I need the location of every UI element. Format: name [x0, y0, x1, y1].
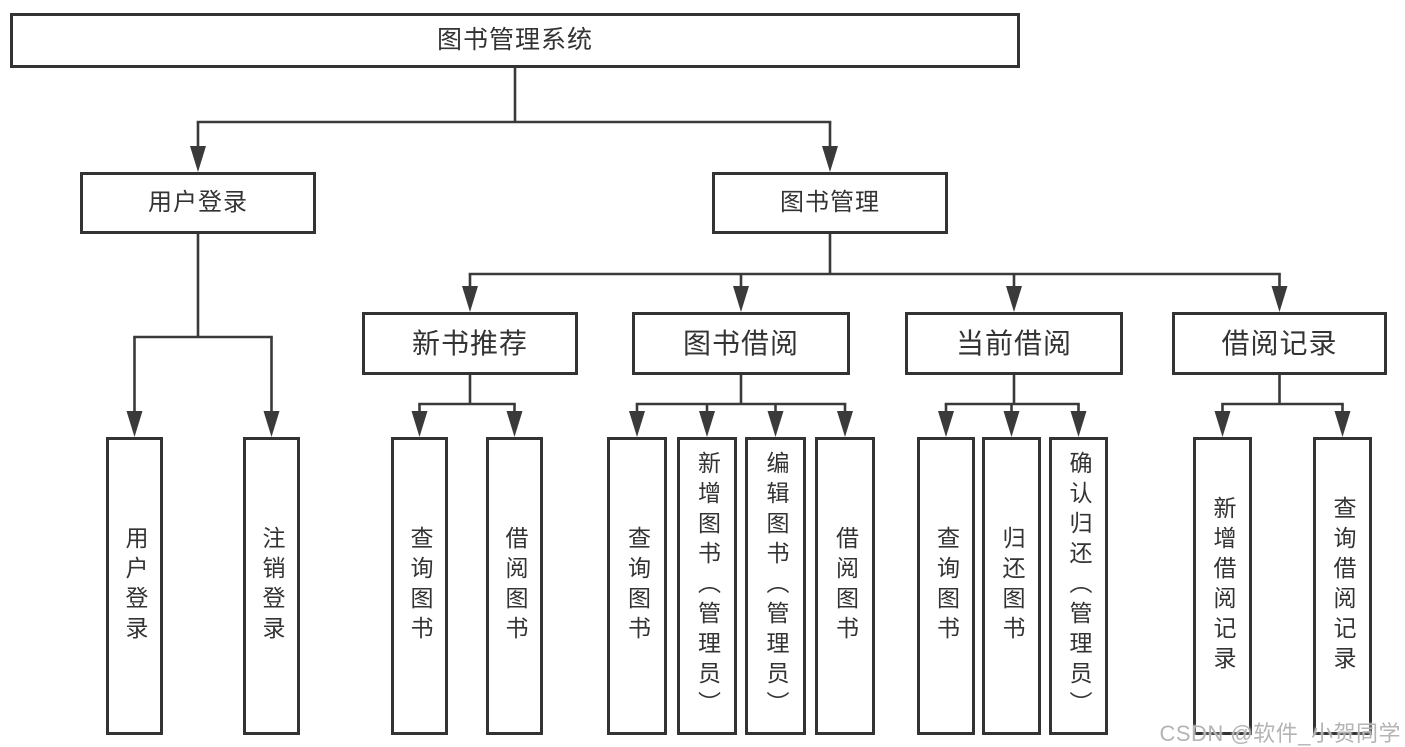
arrowhead-icon: [629, 411, 645, 437]
leaf-newbook-query-books: 查询图书: [391, 437, 448, 735]
leaf-current-return-books: 归还图书: [982, 437, 1041, 735]
node-label: 用户登录: [148, 189, 248, 216]
leaf-label: 用户登录: [122, 526, 148, 646]
arrowhead-icon: [1214, 411, 1231, 437]
leaf-label: 查询图书: [624, 526, 651, 646]
leaf-current-query-books: 查询图书: [917, 437, 975, 735]
arrowhead-icon: [506, 411, 523, 437]
leaf-user-logout: 注销登录: [243, 437, 300, 735]
leaf-current-confirm-return-admin: 确认归还（管理员）: [1049, 437, 1108, 735]
node-label: 图书管理系统: [436, 26, 593, 54]
arrowhead-icon: [263, 411, 280, 437]
leaf-label: 新增借阅记录: [1210, 496, 1236, 676]
leaf-label: 确认归还（管理员）: [1066, 451, 1092, 721]
leaf-label: 借阅图书: [832, 526, 859, 646]
leaf-borrowing-borrow-books: 借阅图书: [815, 437, 875, 735]
node-current-borrowing: 当前借阅: [905, 312, 1123, 375]
leaf-borrowing-add-books-admin: 新增图书（管理员）: [677, 437, 737, 735]
node-book-borrowing: 图书借阅: [632, 312, 850, 375]
leaf-label: 新增图书（管理员）: [694, 451, 721, 721]
node-label: 借阅记录: [1221, 327, 1338, 359]
leaf-records-add-record: 新增借阅记录: [1193, 437, 1252, 735]
leaf-borrowing-query-books: 查询图书: [607, 437, 667, 735]
arrowhead-icon: [837, 411, 853, 437]
arrowhead-icon: [1006, 286, 1022, 312]
leaf-newbook-borrow-books: 借阅图书: [486, 437, 543, 735]
arrowhead-icon: [699, 411, 715, 437]
leaf-user-login: 用户登录: [106, 437, 163, 735]
arrowhead-icon: [462, 286, 478, 312]
leaf-label: 归还图书: [999, 526, 1025, 646]
node-borrow-records: 借阅记录: [1172, 312, 1387, 375]
arrowhead-icon: [1271, 286, 1288, 312]
arrowhead-icon: [126, 411, 143, 437]
leaf-label: 查询图书: [407, 526, 433, 646]
arrowhead-icon: [1070, 411, 1087, 437]
node-new-book-recommend: 新书推荐: [362, 312, 578, 375]
csdn-watermark: CSDN @软件_小贺同学: [1159, 721, 1401, 746]
leaf-label: 借阅图书: [502, 526, 528, 646]
arrowhead-icon: [822, 146, 838, 172]
arrowhead-icon: [190, 146, 206, 172]
node-book-management: 图书管理: [712, 172, 948, 234]
leaf-records-query-record: 查询借阅记录: [1313, 437, 1372, 735]
leaf-label: 查询图书: [933, 526, 960, 646]
leaf-borrowing-edit-books-admin: 编辑图书（管理员）: [745, 437, 806, 735]
arrowhead-icon: [1334, 411, 1351, 437]
leaf-label: 注销登录: [259, 526, 285, 646]
node-label: 图书借阅: [682, 327, 799, 359]
node-label: 图书管理: [780, 189, 880, 216]
arrowhead-icon: [733, 286, 749, 312]
arrowhead-icon: [938, 411, 954, 437]
node-user-login: 用户登录: [80, 172, 316, 234]
arrowhead-icon: [1003, 411, 1020, 437]
node-root: 图书管理系统: [10, 13, 1020, 68]
node-label: 新书推荐: [411, 327, 528, 359]
arrowhead-icon: [411, 411, 428, 437]
arrowhead-icon: [767, 411, 784, 437]
leaf-label: 编辑图书（管理员）: [763, 451, 789, 721]
node-label: 当前借阅: [955, 327, 1072, 359]
leaf-label: 查询借阅记录: [1330, 496, 1356, 676]
